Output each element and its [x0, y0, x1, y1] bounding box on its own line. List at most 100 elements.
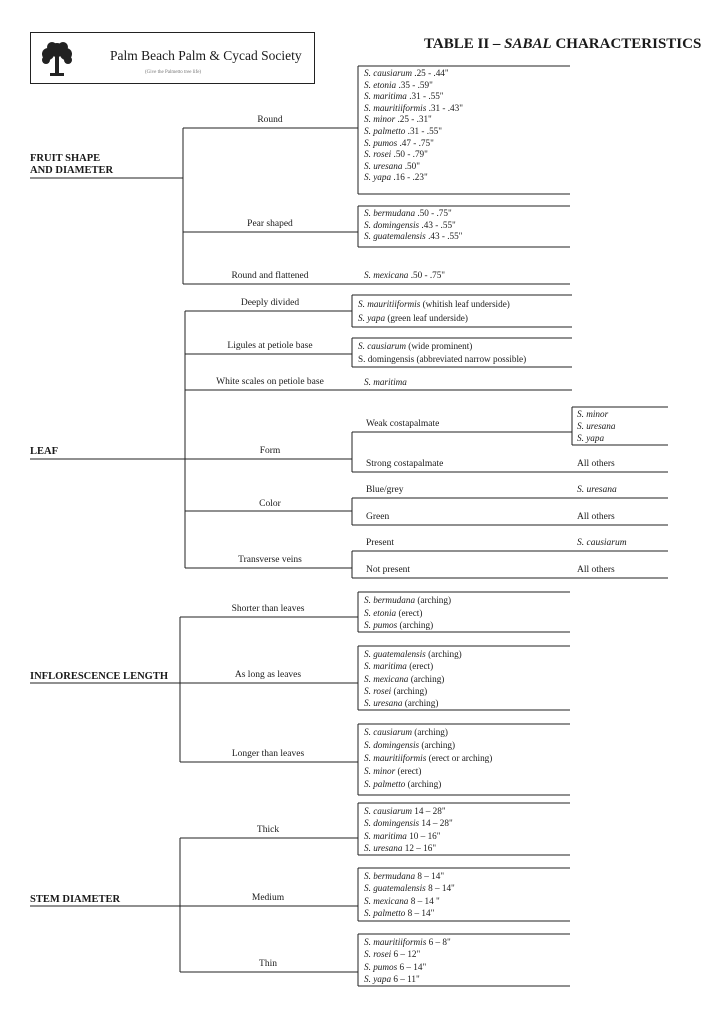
species-detail: .43 - .55": [419, 219, 456, 230]
species-entry: S. yapa (green leaf underside): [358, 311, 510, 325]
species-detail: .31 - .43": [426, 102, 463, 113]
species-name: S. rosei: [364, 949, 392, 960]
species-name: S. yapa: [364, 974, 392, 985]
species-entry: S. guatemalensis 8 – 14": [364, 882, 455, 894]
list-deeply-species: S. mauritiiformis (whitish leaf undersid…: [358, 297, 510, 325]
species-name: S. causiarum: [364, 806, 412, 816]
species-entry: S. minor (erect): [364, 765, 492, 778]
species-entry: S. guatemalensis (arching): [364, 648, 462, 660]
species-name: S. yapa: [577, 433, 605, 443]
species-entry: S. yapa 6 – 11": [364, 973, 451, 985]
species-name: S. maritima: [364, 91, 407, 102]
species-entry: S. causiarum .25 - .44": [364, 68, 463, 80]
species-detail: 6 – 12": [391, 949, 421, 960]
species-entry: S. uresana 12 – 16": [364, 842, 453, 854]
species-detail: .43 - .55": [425, 231, 463, 242]
species-entry: S. mexicana (arching): [364, 673, 462, 685]
section-stem-title: STEM DIAMETER: [30, 894, 121, 905]
species-detail: (arching): [402, 698, 439, 709]
species-entry: S. causiarum (arching): [364, 726, 492, 739]
species-name: S. domingensis: [364, 219, 420, 230]
species-detail: .25 - .44": [411, 68, 449, 78]
species-name: S. etonia: [364, 79, 397, 90]
branch-ligules: Ligules at petiole base: [227, 341, 313, 351]
sub-present: Present: [366, 538, 394, 548]
species-name: S. etonia: [364, 607, 397, 618]
species-entry: S. bermudana 8 – 14": [364, 870, 455, 882]
species-detail: .16 - .23": [391, 172, 428, 183]
sub-weak-costapalmate: Weak costapalmate: [366, 419, 440, 429]
species-name: S. bermudana: [364, 208, 416, 218]
branch-longer-than-leaves: Longer than leaves: [231, 749, 305, 759]
list-longer-species: S. causiarum (arching)S. domingensis (ar…: [364, 726, 492, 791]
species-detail: (wide prominent): [405, 341, 473, 351]
species-entry: S. pumos (arching): [364, 619, 451, 632]
green-all-others: All others: [577, 512, 615, 522]
species-entry: S. etonia (erect): [364, 607, 451, 620]
list-scales-species: S. maritima: [364, 377, 407, 389]
strong-all-others: All others: [577, 459, 615, 469]
species-entry: S. mexicana 8 – 14 ": [364, 895, 455, 907]
species-entry: S. pumos 6 – 14": [364, 961, 451, 973]
sub-strong-costapalmate: Strong costapalmate: [366, 459, 444, 469]
list-round-species: S. causiarum .25 - .44"S. etonia .35 - .…: [364, 68, 463, 184]
species-detail: (erect): [406, 661, 434, 672]
species-entry: S. maritima 10 – 16": [364, 830, 453, 842]
species-entry: S. mauritiiformis (erect or arching): [364, 752, 492, 765]
species-detail: .35 - .59": [396, 79, 433, 90]
society-tagline: (Give the Palmetto tree life): [145, 70, 202, 75]
branch-deeply-divided: Deeply divided: [240, 298, 300, 308]
species-name: S. maritima: [364, 377, 407, 387]
branch-shorter-than-leaves: Shorter than leaves: [231, 604, 305, 614]
list-pear-species: S. bermudana .50 - .75"S. domingensis .4…: [364, 208, 462, 243]
species-detail: .50 - .75": [408, 270, 446, 280]
species-detail: .50 - .75": [415, 208, 452, 218]
species-detail: (arching): [405, 779, 442, 789]
sub-not-present: Not present: [366, 565, 411, 575]
branch-thin: Thin: [259, 959, 277, 969]
species-entry: S. domingensis .43 - .55": [364, 220, 462, 232]
branch-white-scales: White scales on petiole base: [216, 377, 324, 387]
species-name: S. bermudana: [364, 595, 416, 605]
species-entry: S. maritima: [364, 377, 407, 389]
branch-color: Color: [259, 499, 281, 509]
species-name: S. palmetto: [364, 908, 406, 919]
species-detail: .31 - .55": [405, 125, 443, 136]
species-entry: S. mauritiiformis 6 – 8": [364, 936, 451, 948]
list-shorter-species: S. bermudana (arching)S. etonia (erect)S…: [364, 594, 451, 632]
branch-thick: Thick: [256, 825, 280, 835]
species-name: S. mexicana: [364, 270, 409, 280]
species-name: S. palmetto: [364, 125, 406, 136]
species-entry: S. rosei (arching): [364, 685, 462, 697]
species-detail: 8 – 14": [415, 871, 445, 881]
species-detail: 14 – 28": [419, 818, 453, 829]
species-entry: S. domingensis 14 – 28": [364, 817, 453, 829]
species-detail: (arching): [408, 673, 445, 684]
species-detail: 10 – 16": [406, 830, 441, 841]
species-entry: S. pumos .47 - .75": [364, 138, 463, 150]
list-aslong-species: S. guatemalensis (arching)S. maritima (e…: [364, 648, 462, 709]
species-name: S. guatemalensis: [364, 231, 426, 242]
not-present-all-others: All others: [577, 565, 615, 575]
species-name: S. pumos: [364, 137, 398, 148]
species-name: S. maritima: [364, 661, 407, 672]
species-name: S. causiarum: [364, 727, 412, 737]
branch-as-long-as-leaves: As long as leaves: [234, 670, 302, 680]
list-thin-species: S. mauritiiformis 6 – 8"S. rosei 6 – 12"…: [364, 936, 451, 986]
section-leaf-title: LEAF: [30, 446, 59, 457]
species-entry: S. mauritiiformis .31 - .43": [364, 103, 463, 115]
species-entry: S. mexicana .50 - .75": [364, 270, 445, 282]
branch-transverse-veins: Transverse veins: [238, 555, 302, 565]
species-detail: 6 – 14": [397, 961, 427, 972]
species-name: S. causiarum: [364, 68, 412, 78]
species-detail: .50 - .79": [391, 149, 428, 160]
species-entry: S. maritima (erect): [364, 660, 462, 672]
species-entry: S. mauritiiformis (whitish leaf undersid…: [358, 297, 510, 311]
species-detail: .47 - .75": [397, 137, 434, 148]
species-detail: .50": [402, 160, 420, 171]
species-name: S. palmetto: [364, 779, 406, 789]
species-entry: S. uresana: [577, 420, 615, 432]
species-name: S. domingensis: [364, 818, 420, 829]
society-name: Palm Beach Palm & Cycad Society: [110, 48, 302, 63]
branch-round-flattened: Round and flattened: [231, 271, 309, 281]
